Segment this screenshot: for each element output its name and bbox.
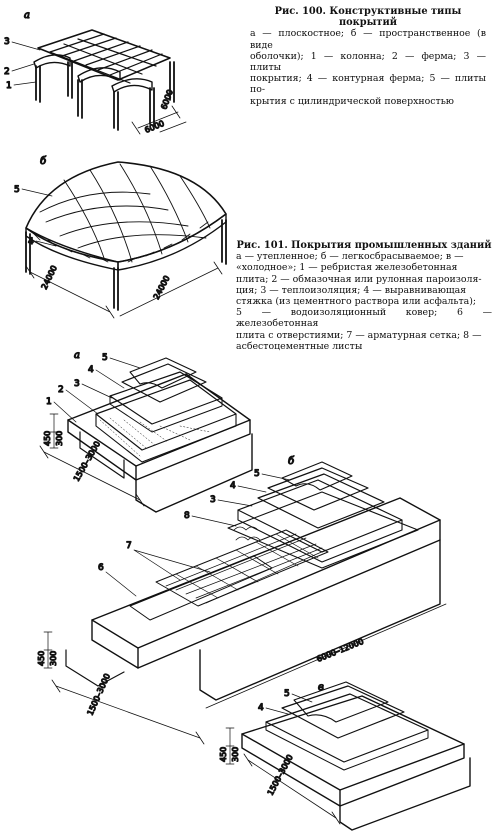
part-label: 4 bbox=[258, 703, 264, 713]
figure-letter: б bbox=[40, 156, 47, 167]
part-label: 2 bbox=[4, 67, 10, 77]
figure-101c-cold-roof: в 1500–3000 450 300 5 4 bbox=[218, 681, 471, 831]
dimension-label: 300 bbox=[49, 651, 58, 666]
part-label: 2 bbox=[58, 385, 64, 395]
dimension-label: 24000 bbox=[152, 274, 172, 301]
figure-101a-insulated-roof: а 1500–3000 450 300 5 4 3 2 1 bbox=[39, 349, 253, 513]
part-label: 5 bbox=[254, 469, 260, 479]
dimension-label: 300 bbox=[231, 747, 240, 762]
caption-figure-101: Рис. 101. Покрытия промышленных зданий а… bbox=[236, 240, 492, 352]
caption-line: крытия с цилиндрической поверхностью bbox=[250, 95, 454, 107]
caption-figure-100: Рис. 100. Конструктивные типы покрытий а… bbox=[250, 6, 486, 107]
caption-line: плита; 2 — обмазочная или рулонная парои… bbox=[236, 273, 482, 285]
dimension-label: 1500–3000 bbox=[86, 672, 112, 717]
figure-100a-planar-roof: а 6000 6000 3 2 1 bbox=[3, 9, 187, 135]
caption-line: оболочки); 1 — колонна; 2 — ферма; 3 — п… bbox=[250, 50, 486, 74]
figure-letter: б bbox=[288, 456, 295, 467]
part-label: 5 bbox=[14, 185, 20, 195]
dimension-label: 300 bbox=[55, 431, 64, 446]
part-label: 3 bbox=[4, 37, 10, 47]
caption-line: плита с отверстиями; 7 — арматурная сетк… bbox=[236, 329, 482, 341]
dimension-label: 6000–12000 bbox=[315, 637, 365, 664]
dimension-label: 6000 bbox=[143, 119, 165, 135]
part-label: 4 bbox=[230, 481, 236, 491]
caption-title: Рис. 100. Конструктивные типы покрытий bbox=[274, 6, 462, 29]
dimension-label: 24000 bbox=[40, 264, 59, 291]
dimension-label: 450 bbox=[43, 431, 52, 446]
caption-line: стяжка (из цементного раствора или асфал… bbox=[236, 296, 477, 308]
caption-line: а — утепленное; б — легкосбрасываемое; в… bbox=[236, 251, 464, 263]
dimension-label: 450 bbox=[37, 651, 46, 666]
part-label: 3 bbox=[74, 379, 80, 389]
dimension-label: 450 bbox=[219, 747, 228, 762]
part-label: 7 bbox=[126, 541, 132, 551]
part-label: 4 bbox=[88, 365, 94, 375]
figure-letter: а bbox=[74, 350, 80, 361]
figure-letter: а bbox=[24, 10, 30, 21]
caption-line: «холодное»; 1 — ребристая железобетонная bbox=[236, 262, 458, 274]
part-label: 6 bbox=[98, 563, 104, 573]
part-label: 3 bbox=[210, 495, 216, 505]
part-label: 4 bbox=[28, 237, 34, 247]
figure-letter: в bbox=[318, 682, 324, 693]
part-label: 5 bbox=[102, 353, 108, 363]
figure-100b-shell-roof: б 24000 24000 5 4 bbox=[13, 155, 227, 319]
part-label: 8 bbox=[184, 511, 190, 521]
caption-line: асбестоцементные листы bbox=[236, 340, 363, 352]
caption-line: ция; 3 — теплоизоляция; 4 — выравнивающа… bbox=[236, 284, 467, 296]
part-label: 5 bbox=[284, 689, 290, 699]
part-label: 1 bbox=[6, 81, 12, 91]
caption-line: а — плоскостное; б — пространственное (в… bbox=[250, 28, 486, 51]
caption-line: 5 — водоизоляционный ковер; 6 — железобе… bbox=[236, 307, 492, 330]
caption-line: покрытия; 4 — контурная ферма; 5 — плиты… bbox=[250, 73, 486, 96]
part-label: 1 bbox=[46, 397, 52, 407]
caption-title: Рис. 101. Покрытия промышленных зданий bbox=[236, 240, 492, 251]
